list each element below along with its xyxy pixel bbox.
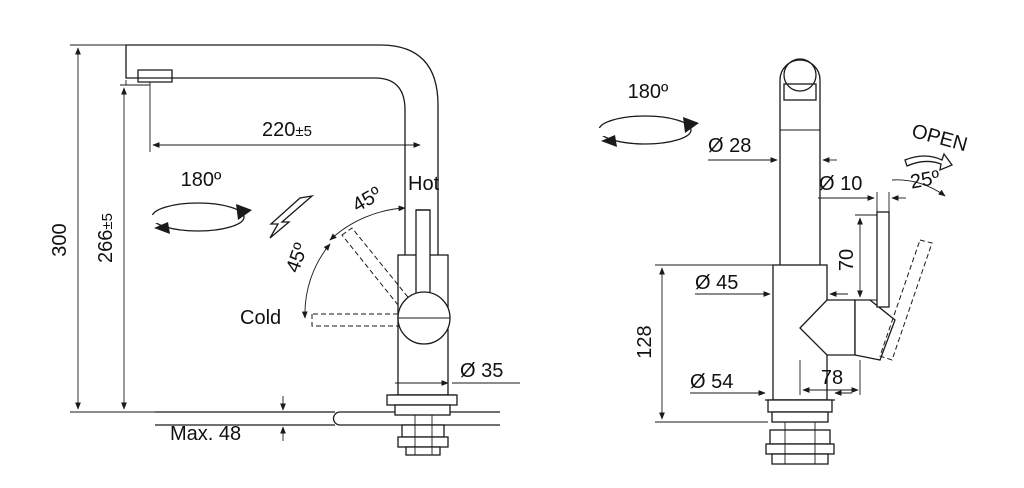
dim-max-thickness: Max. 48 [170, 423, 241, 445]
hot-label: Hot [408, 173, 440, 195]
side-view: 300 266±5 220±5 180º Hot 45º 45º Cold Ø … [49, 44, 520, 456]
rotation-label-left: 180º [181, 169, 222, 191]
aerator [125, 45, 173, 83]
dim-base-diameter: Ø 54 [690, 371, 733, 393]
cold-angle-label: 45º [282, 240, 313, 276]
front-mounting-base [765, 399, 835, 465]
mounting-base [386, 394, 458, 456]
dim-lever-diameter: Ø 10 [819, 173, 862, 195]
dim-total-height: 300 [49, 223, 71, 256]
dim-lever-height: 70 [836, 249, 858, 271]
front-spout [779, 59, 821, 265]
dim-reach: 220±5 [262, 119, 312, 141]
cold-label: Cold [240, 307, 281, 329]
rotation-icon [150, 202, 252, 234]
dim-body-height: 128 [634, 325, 656, 358]
front-rotation-label: 180º [628, 81, 669, 103]
open-direction-arrow [904, 152, 954, 172]
dim-spout-height: 266±5 [95, 213, 117, 263]
dim-spout-diameter: Ø 28 [708, 135, 751, 157]
front-view: 180º Ø 28 OPEN 25º Ø 10 70 Ø 45 128 Ø 54… [597, 58, 970, 465]
dim-handle-depth: 78 [821, 367, 843, 389]
spout-outline [126, 44, 439, 255]
dim-upper-diameter: Ø 45 [695, 272, 738, 294]
front-rotation-icon [597, 115, 699, 147]
dim-body-diameter: Ø 35 [460, 360, 503, 382]
open-label: OPEN [909, 120, 969, 156]
front-lever [876, 211, 890, 308]
open-angle-label: 25º [908, 167, 942, 194]
direction-arrow [269, 194, 315, 239]
spout-inner [150, 77, 406, 255]
